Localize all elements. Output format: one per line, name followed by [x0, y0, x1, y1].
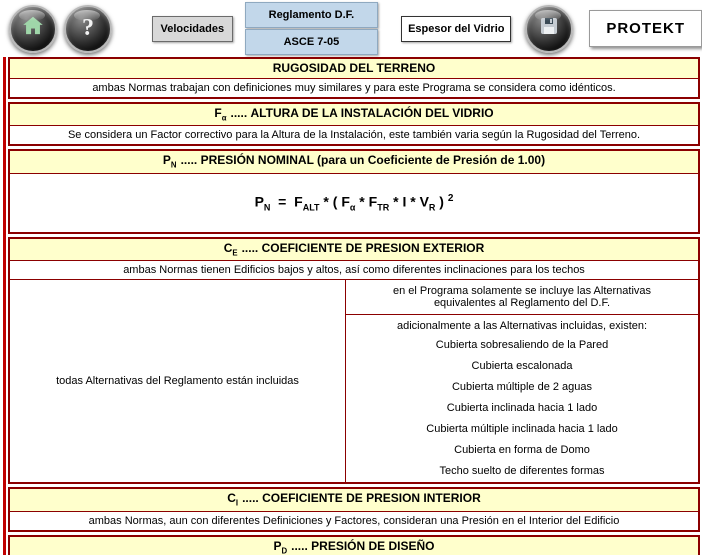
formula-sub: TR — [377, 202, 390, 213]
formula-operator: * I * — [389, 193, 420, 210]
home-icon — [20, 13, 46, 44]
ce-symbol-sub: E — [232, 248, 238, 258]
pd-title: ..... PRESIÓN DE DISEÑO — [291, 538, 435, 553]
section-ce: CE..... COEFICIENTE DE PRESION EXTERIOR … — [8, 236, 700, 485]
altura-symbol: F — [214, 106, 222, 120]
formula-exponent: 2 — [447, 193, 454, 205]
formula-term: P — [254, 193, 264, 210]
section-header-altura: Fα..... ALTURA DE LA INSTALACIÓN DEL VID… — [10, 104, 698, 127]
save-button[interactable] — [525, 4, 574, 53]
left-red-line — [3, 57, 6, 555]
pn-symbol-sub: N — [170, 160, 177, 170]
reglamento-df-button[interactable]: Reglamento D.F. — [244, 2, 379, 28]
main-content: RUGOSIDAD DEL TERRENO ambas Normas traba… — [0, 57, 702, 555]
ci-body-text: ambas Normas, aun con diferentes Definic… — [10, 511, 698, 530]
section-header-ci: CI..... COEFICIENTE DE PRESION INTERIOR — [10, 489, 698, 512]
alternative-item: Techo suelto de diferentes formas — [439, 465, 605, 478]
asce-7-05-button[interactable]: ASCE 7-05 — [244, 29, 379, 55]
ce-right-column: en el Programa solamente se incluye las … — [346, 280, 698, 482]
ce-body-text: ambas Normas tienen Edificios bajos y al… — [10, 261, 698, 280]
altura-symbol-sub: α — [221, 113, 227, 123]
pd-symbol: P — [273, 538, 282, 553]
pn-formula: PN = FALT * ( Fα * FTR * I * VR ) 2 — [255, 193, 454, 212]
formula-term: F — [368, 193, 378, 210]
ce-additional-label: adicionalmente a las Alternativas inclui… — [396, 320, 648, 333]
help-button[interactable]: ? — [64, 4, 112, 53]
section-header-pd: PD..... PRESIÓN DE DISEÑO — [10, 536, 698, 555]
section-presion-nominal: PN..... PRESIÓN NOMINAL (para un Coefici… — [8, 149, 700, 234]
espesor-vidrio-button[interactable]: Espesor del Vidrio — [401, 15, 512, 42]
formula-sub: α — [349, 202, 356, 213]
formula-sub: ALT — [302, 202, 320, 213]
section-altura: Fα..... ALTURA DE LA INSTALACIÓN DEL VID… — [8, 102, 700, 147]
alternative-item: Cubierta múltiple de 2 aguas — [451, 381, 593, 394]
ci-title: ..... COEFICIENTE DE PRESION INTERIOR — [242, 491, 481, 506]
pn-symbol: P — [162, 153, 171, 168]
alternative-item: Cubierta sobresaliendo de la Pared — [435, 339, 609, 352]
save-icon — [537, 14, 561, 43]
rugosidad-body-text: ambas Normas trabajan con definiciones m… — [10, 79, 698, 97]
protekt-logo: PROTEKT — [589, 10, 702, 47]
pd-symbol-sub: D — [281, 545, 288, 555]
toolbar: ? Velocidades Reglamento D.F. ASCE 7-05 … — [0, 0, 702, 57]
norms-button-stack: Reglamento D.F. ASCE 7-05 — [244, 2, 379, 55]
velocidades-button[interactable]: Velocidades — [152, 15, 233, 42]
home-button[interactable] — [9, 4, 57, 53]
section-ci: CI..... COEFICIENTE DE PRESION INTERIOR … — [8, 487, 700, 532]
ce-title: ..... COEFICIENTE DE PRESION EXTERIOR — [241, 240, 485, 255]
formula-term: F — [341, 193, 350, 210]
ci-symbol: C — [227, 491, 236, 506]
main-table: RUGOSIDAD DEL TERRENO ambas Normas traba… — [8, 57, 700, 555]
alternative-item: Cubierta inclinada hacia 1 lado — [446, 402, 598, 415]
question-icon: ? — [82, 15, 94, 41]
formula-operator: * ( — [319, 193, 342, 210]
formula-sub: R — [428, 202, 436, 213]
formula-operator: * — [355, 193, 369, 210]
formula-operator: ) — [435, 193, 448, 210]
pn-formula-row: PN = FALT * ( Fα * FTR * I * VR ) 2 — [10, 173, 698, 232]
alternative-item: Cubierta en forma de Domo — [454, 444, 590, 457]
formula-sub: N — [263, 202, 271, 213]
ce-left-cell: todas Alternativas del Reglamento están … — [10, 280, 346, 483]
alternative-item: Cubierta escalonada — [471, 360, 573, 373]
pn-title: ..... PRESIÓN NOMINAL (para un Coeficien… — [180, 153, 546, 168]
rugosidad-title: RUGOSIDAD DEL TERRENO — [272, 61, 436, 75]
alternative-item: Cubierta múltiple inclinada hacia 1 lado — [426, 423, 618, 436]
formula-term: V — [419, 193, 429, 210]
section-pd: PD..... PRESIÓN DE DISEÑO — [8, 534, 700, 555]
formula-term: F — [294, 193, 303, 210]
ci-symbol-sub: I — [235, 498, 239, 508]
formula-operator: = — [270, 193, 295, 210]
section-rugosidad: RUGOSIDAD DEL TERRENO ambas Normas traba… — [8, 57, 700, 99]
ce-split: todas Alternativas del Reglamento están … — [10, 279, 698, 483]
section-header-rugosidad: RUGOSIDAD DEL TERRENO — [10, 59, 698, 79]
ce-symbol: C — [223, 240, 233, 255]
altura-body-text: Se considera un Factor correctivo para l… — [10, 126, 698, 145]
altura-title: ..... ALTURA DE LA INSTALACIÓN DEL VIDRI… — [230, 106, 494, 120]
section-header-ce: CE..... COEFICIENTE DE PRESION EXTERIOR — [10, 238, 698, 262]
section-header-presion-nominal: PN..... PRESIÓN NOMINAL (para un Coefici… — [10, 151, 698, 174]
ce-intro-text: en el Programa solamente se incluye las … — [346, 280, 698, 316]
